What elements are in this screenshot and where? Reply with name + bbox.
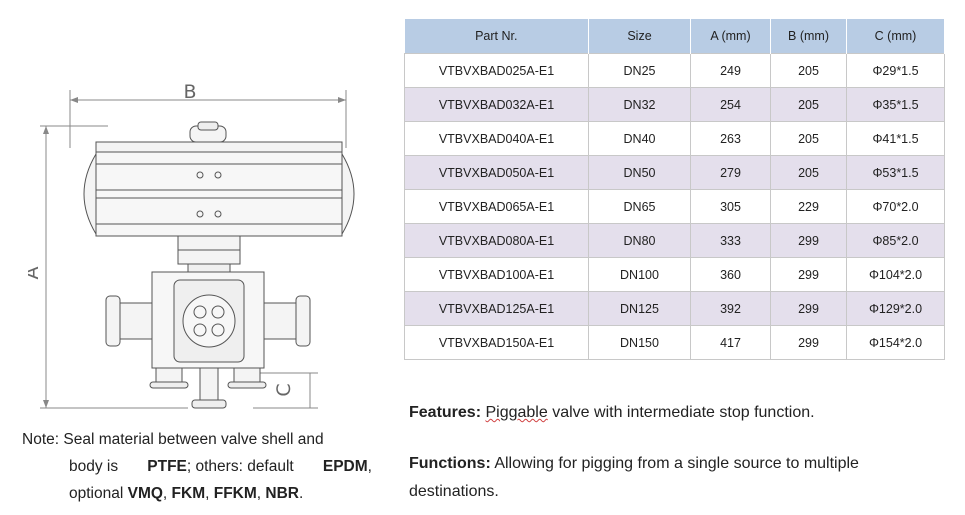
cell-size: DN32: [588, 87, 691, 122]
note-comma-2: ,: [205, 485, 210, 502]
note-text-2b: ; others: default: [186, 458, 294, 475]
dimension-a-label: A: [28, 267, 43, 280]
cell-size: DN65: [588, 189, 691, 224]
cell-a: 279: [690, 155, 771, 190]
cell-c: Φ53*1.5: [846, 155, 945, 190]
cell-b: 205: [770, 53, 847, 88]
cell-a: 305: [690, 189, 771, 224]
note-comma-3: ,: [256, 485, 262, 502]
cell-size: DN100: [588, 257, 691, 292]
cell-c: Φ129*2.0: [846, 291, 945, 326]
cell-part-nr: VTBVXBAD040A-E1: [404, 121, 589, 156]
table-row: VTBVXBAD050A-E1 DN50 279 205 Φ53*1.5: [404, 155, 945, 190]
table-row: VTBVXBAD150A-E1 DN150 417 299 Φ154*2.0: [404, 325, 945, 360]
table-header-row: Part Nr. Size A (mm) B (mm) C (mm): [404, 19, 945, 54]
cell-size: DN150: [588, 325, 691, 360]
cell-part-nr: VTBVXBAD125A-E1: [404, 291, 589, 326]
cell-b: 205: [770, 155, 847, 190]
header-b: B (mm): [770, 19, 847, 54]
note-vmq: VMQ: [127, 485, 163, 502]
note-end: .: [299, 485, 304, 502]
cell-c: Φ85*2.0: [846, 223, 945, 258]
table-row: VTBVXBAD125A-E1 DN125 392 299 Φ129*2.0: [404, 291, 945, 326]
cell-a: 360: [690, 257, 771, 292]
cell-a: 333: [690, 223, 771, 258]
table-row: VTBVXBAD100A-E1 DN100 360 299 Φ104*2.0: [404, 257, 945, 292]
seal-material-note: Note: Seal material between valve shell …: [22, 426, 372, 507]
table-row: VTBVXBAD065A-E1 DN65 305 229 Φ70*2.0: [404, 189, 945, 224]
note-nbr: NBR: [265, 485, 300, 502]
note-line-3: optional VMQ, FKM, FFKM, NBR.: [22, 480, 372, 507]
note-prefix: Note:: [22, 431, 60, 448]
note-line-1: Note: Seal material between valve shell …: [22, 426, 372, 453]
note-text-2a: body is: [69, 458, 119, 475]
cell-a: 249: [690, 53, 771, 88]
header-size: Size: [588, 19, 691, 54]
header-c: C (mm): [846, 19, 945, 54]
note-ptfe: PTFE: [147, 458, 187, 475]
table-row: VTBVXBAD032A-E1 DN32 254 205 Φ35*1.5: [404, 87, 945, 122]
functions-label: Functions:: [409, 455, 491, 472]
cell-c: Φ29*1.5: [846, 53, 945, 88]
features-text: Features: Piggable valve with intermedia…: [409, 399, 929, 427]
cell-size: DN25: [588, 53, 691, 88]
header-a: A (mm): [690, 19, 771, 54]
cell-part-nr: VTBVXBAD025A-E1: [404, 53, 589, 88]
note-text-2c: ,: [367, 458, 372, 475]
features-label: Features:: [409, 404, 482, 421]
note-line-2: body is PTFE; others: default EPDM,: [22, 453, 372, 480]
cell-b: 299: [770, 291, 847, 326]
cell-a: 263: [690, 121, 771, 156]
cell-c: Φ35*1.5: [846, 87, 945, 122]
cell-b: 299: [770, 257, 847, 292]
note-ffkm: FFKM: [213, 485, 257, 502]
cell-size: DN40: [588, 121, 691, 156]
valve-drawing-svg: B A C: [21, 81, 355, 409]
table-row: VTBVXBAD040A-E1 DN40 263 205 Φ41*1.5: [404, 121, 945, 156]
cell-a: 392: [690, 291, 771, 326]
header-part-nr: Part Nr.: [404, 19, 589, 54]
table-row: VTBVXBAD080A-E1 DN80 333 299 Φ85*2.0: [404, 223, 945, 258]
specification-table: Part Nr. Size A (mm) B (mm) C (mm) VTBVX…: [404, 19, 945, 360]
note-epdm: EPDM: [322, 458, 368, 475]
cell-b: 299: [770, 325, 847, 360]
functions-body: Allowing for pigging from a single sourc…: [409, 455, 859, 500]
cell-part-nr: VTBVXBAD080A-E1: [404, 223, 589, 258]
dimension-c-label: C: [273, 383, 295, 396]
features-body: valve with intermediate stop function.: [547, 404, 815, 421]
cell-c: Φ154*2.0: [846, 325, 945, 360]
cell-b: 205: [770, 121, 847, 156]
cell-part-nr: VTBVXBAD100A-E1: [404, 257, 589, 292]
cell-part-nr: VTBVXBAD150A-E1: [404, 325, 589, 360]
cell-b: 229: [770, 189, 847, 224]
valve-technical-drawing: B A C: [21, 78, 368, 418]
note-text-3a: optional: [69, 485, 124, 502]
note-comma-1: ,: [162, 485, 168, 502]
note-text-1: Seal material between valve shell and: [63, 431, 324, 448]
cell-c: Φ70*2.0: [846, 189, 945, 224]
cell-a: 254: [690, 87, 771, 122]
cell-part-nr: VTBVXBAD032A-E1: [404, 87, 589, 122]
cell-b: 205: [770, 87, 847, 122]
cell-c: Φ41*1.5: [846, 121, 945, 156]
functions-text: Functions: Allowing for pigging from a s…: [409, 450, 929, 506]
cell-size: DN125: [588, 291, 691, 326]
cell-size: DN50: [588, 155, 691, 190]
cell-b: 299: [770, 223, 847, 258]
features-word-piggable: Piggable: [485, 404, 548, 421]
cell-size: DN80: [588, 223, 691, 258]
cell-a: 417: [690, 325, 771, 360]
cell-c: Φ104*2.0: [846, 257, 945, 292]
note-fkm: FKM: [171, 485, 206, 502]
dimension-b-label: B: [183, 81, 196, 103]
table-row: VTBVXBAD025A-E1 DN25 249 205 Φ29*1.5: [404, 53, 945, 88]
cell-part-nr: VTBVXBAD050A-E1: [404, 155, 589, 190]
cell-part-nr: VTBVXBAD065A-E1: [404, 189, 589, 224]
